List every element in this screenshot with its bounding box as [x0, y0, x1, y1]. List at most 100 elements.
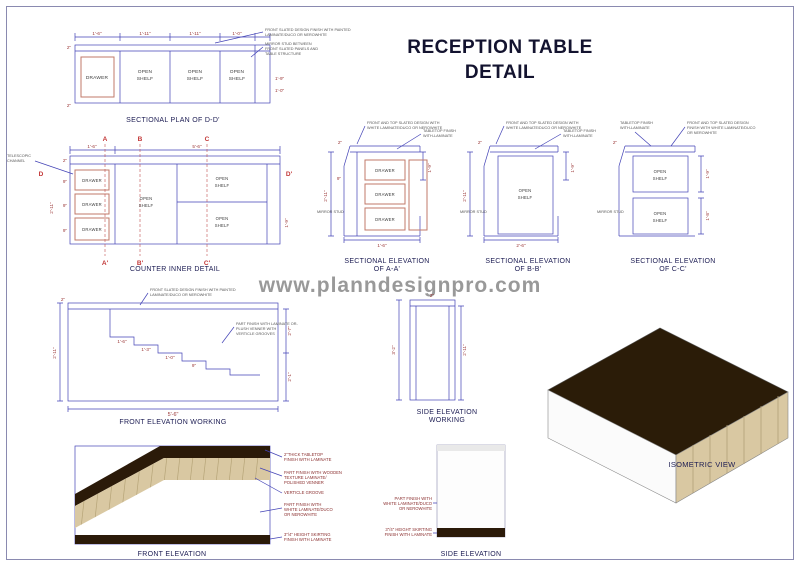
drawing-title: RECEPTION TABLE DETAIL: [380, 36, 620, 85]
dim-label: 1'-6": [87, 144, 97, 149]
note-part-laminate: PLUSH VENNER WITH: [236, 327, 277, 331]
dim-label: 1'-11": [139, 31, 151, 36]
dim-label: 2": [478, 140, 483, 145]
dim-label: 2": [67, 45, 72, 50]
section-marker-a1: A': [102, 260, 109, 267]
dim-label: 2": [67, 103, 72, 108]
dim-label: 2'-7": [287, 326, 292, 336]
skirting-band: [75, 535, 270, 544]
callout-tabletop: 2"THICK TABLETOP: [284, 452, 323, 457]
dim-label: 5'-6": [168, 412, 179, 418]
iso-groove-lines: [692, 396, 779, 493]
callout-tabletop: FINISH WITH LAMINATE: [284, 457, 332, 462]
callout-white-finish: WHITE LAMINATE/DUCO: [383, 501, 433, 506]
panel-label: OF C-C': [659, 266, 687, 273]
section-marker-c1: C': [204, 260, 211, 267]
compartment-label-open: OPEN: [216, 176, 229, 181]
panel-label: SECTIONAL PLAN OF D-D': [126, 117, 220, 124]
compartment-label-shelf: SHELF: [229, 76, 245, 82]
compartment-label-drawer: DRAWER: [82, 202, 102, 207]
dim-label: 2": [338, 140, 343, 145]
dim-label: 2'-11": [462, 344, 467, 356]
bb-linework: [467, 125, 569, 243]
compartment-label-shelf: SHELF: [215, 223, 230, 228]
note-mirror-stud: MIRROR STUD: [597, 210, 624, 214]
callout-skirting: 3"/4" HEIGHT SKIRTING: [385, 527, 432, 532]
dim-label: 1'-3": [141, 347, 151, 352]
panel-section-aa: FRONT AND TOP SLATED DESIGN WITH WHITE L…: [317, 121, 456, 273]
compartment-label-drawer: DRAWER: [82, 227, 102, 232]
compartment-label-shelf: SHELF: [137, 76, 153, 82]
dim-label: 2'-6": [516, 243, 526, 248]
panel-section-cc: TABLETOP FINISH WITH-LAMINATE FRONT AND …: [597, 121, 756, 273]
note-mirror-stud: FRONT SLATED PANELS AND: [265, 47, 318, 51]
note-front-top-slated-finish: FRONT AND TOP SLATED DESIGN: [687, 121, 749, 125]
note-tabletop-finish: TABLETOP FINISH: [620, 121, 653, 125]
callout-white-finish: WHITE LAMINATE/DUCO: [284, 507, 334, 512]
dim-label: 9": [192, 363, 197, 368]
section-marker-d1: D': [286, 171, 293, 178]
callout-skirting: 3"/4" HEIGHT SKIRTING: [284, 532, 331, 537]
few-linework: [57, 292, 289, 412]
panel-front-elevation-working: FRONT SLATED DESIGN FINISH WITH PAINTED …: [52, 288, 298, 426]
dim-label: 2'-11": [49, 202, 54, 214]
compartment-label-drawer: DRAWER: [375, 192, 395, 197]
compartment-label-drawer: DRAWER: [375, 217, 395, 222]
note-telescopic-channel: CHANNEL: [7, 159, 25, 163]
compartment-label-open: OPEN: [230, 69, 245, 75]
dim-label: 1'-0": [165, 355, 175, 360]
compartment-label-open: OPEN: [654, 211, 667, 216]
wood-texture-band: [75, 458, 270, 528]
panel-label: SIDE ELEVATION: [417, 409, 478, 416]
compartment-label-open: OPEN: [654, 169, 667, 174]
compartment-label-shelf: SHELF: [139, 203, 154, 208]
panel-label: SIDE ELEVATION: [441, 551, 502, 558]
callout-wood-finish: PART FINISH WITH WOODEN: [284, 470, 342, 475]
panel-label: ISOMETRIC VIEW: [668, 460, 736, 469]
section-marker-b: B: [138, 136, 143, 143]
compartment-label-drawer: DRAWER: [375, 168, 395, 173]
dim-label: 9": [337, 176, 342, 181]
callout-skirting: FINISH WITH LAMINATE: [284, 537, 332, 542]
compartment-label-drawer: DRAWER: [82, 178, 102, 183]
note-mirror-stud: MIRROR STUD: [460, 210, 487, 214]
dim-label: 1'-9": [275, 76, 285, 81]
dim-label: 1'-11": [189, 31, 201, 36]
title-line1: RECEPTION TABLE: [407, 37, 593, 58]
compartment-label-shelf: SHELF: [653, 176, 668, 181]
dim-label: 2'-11": [52, 347, 57, 359]
compartment-label-open: OPEN: [140, 196, 153, 201]
dim-label: 1'-9": [570, 163, 575, 173]
note-front-slated: LAMINATE/DUCO OR NEROWHITE: [265, 33, 327, 37]
front-elevation-drawing: [74, 445, 283, 545]
dim-label: 3'-2": [391, 345, 396, 355]
note-tabletop-finish: WITH-LAMINATE: [620, 126, 650, 130]
panel-sectional-plan: 1'-6" 1'-11" 1'-11" 1'-0" 2" 2" 1'-9" 1'…: [67, 28, 351, 124]
callout-groove: VERTICLE GROOVE: [284, 490, 324, 495]
section-marker-c: C: [205, 136, 210, 143]
note-telescopic-channel: TELESCOPIC: [7, 154, 31, 158]
side-elevation-drawing: [433, 444, 506, 538]
note-front-top-slated: FRONT AND TOP SLATED DESIGN WITH: [506, 121, 579, 125]
callout-skirting: FINISH WITH LAMINATE: [385, 532, 433, 537]
note-front-top-slated: FRONT AND TOP SLATED DESIGN WITH: [367, 121, 440, 125]
panel-label: SECTIONAL ELEVATION: [344, 258, 429, 265]
panel-isometric-view: ISOMETRIC VIEW: [547, 327, 789, 504]
counter-linework: [34, 144, 281, 256]
panel-counter-inner-detail: 1'-6" 5'-6" 2" 9" 9" 9" 2'-11" 1'-9" A B…: [7, 136, 293, 273]
compartment-label-open: OPEN: [519, 188, 532, 193]
dim-label: 1'-9": [427, 163, 432, 173]
panel-label: WORKING: [429, 417, 465, 424]
dim-label: 1'-9": [284, 218, 289, 228]
compartment-label-open: OPEN: [138, 69, 153, 75]
note-mirror-stud: TABLE STRUCTURE: [265, 52, 302, 56]
panel-section-bb: FRONT AND TOP SLATED DESIGN WITH WHITE L…: [460, 121, 596, 273]
dim-label: 1'-6": [377, 243, 387, 248]
callout-wood-finish: POLISHED VENNER: [284, 480, 324, 485]
note-part-laminate: PART FINISH WITH LAMINATE OR-: [236, 322, 298, 326]
dim-label: 2": [613, 140, 618, 145]
dim-label: 1'-9": [705, 169, 710, 179]
dim-label: 2": [430, 293, 435, 298]
dim-label: 1'-6": [92, 31, 102, 36]
dim-label: 1'-6": [117, 339, 127, 344]
